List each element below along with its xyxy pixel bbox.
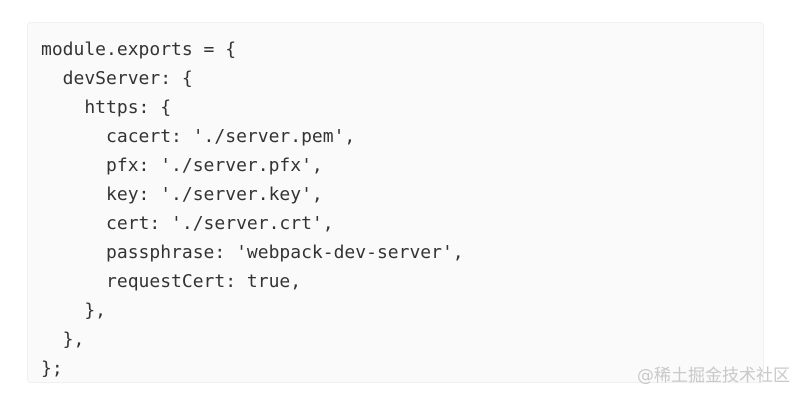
watermark: @稀土掘金技术社区 [637,366,790,386]
code-content: module.exports = { devServer: { https: {… [41,39,464,379]
code-block: module.exports = { devServer: { https: {… [27,22,764,383]
